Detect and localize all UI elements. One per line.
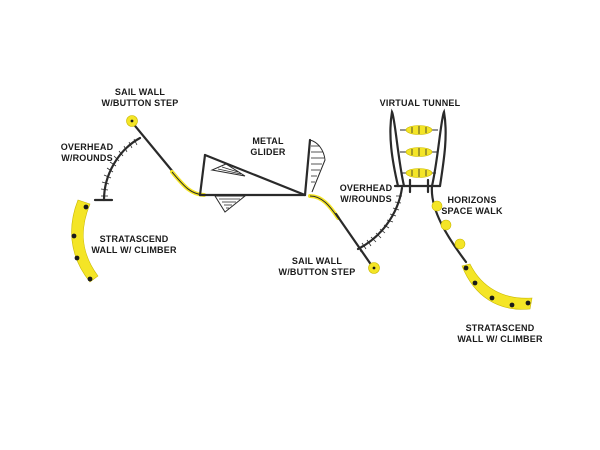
label-metal-glider-line2: GLIDER	[250, 147, 286, 157]
label-overhead-left-line1: OVERHEAD	[61, 142, 114, 152]
label-metal-glider-line1: METAL	[252, 136, 284, 146]
stratascend-wall-left	[71, 199, 99, 283]
label-stratascend-right-line2: WALL W/ CLIMBER	[457, 334, 543, 344]
label-sail-wall-right-line1: SAIL WALL	[292, 256, 342, 266]
label-stratascend-left-line2: WALL W/ CLIMBER	[91, 245, 177, 255]
overhead-rounds-left	[93, 136, 142, 202]
stratascend-wall-right	[461, 263, 533, 310]
label-virtual-tunnel: VIRTUAL TUNNEL	[380, 98, 461, 108]
label-stratascend-left-line1: STRATASCEND	[100, 234, 169, 244]
sail-wall-left	[126, 115, 206, 197]
label-horizons-line2: SPACE WALK	[441, 206, 503, 216]
label-stratascend-right-line1: STRATASCEND	[466, 323, 535, 333]
label-overhead-right-line1: OVERHEAD	[340, 183, 393, 193]
virtual-tunnel	[389, 108, 447, 194]
metal-glider	[198, 138, 326, 213]
label-sail-wall-left-line2: W/BUTTON STEP	[102, 98, 179, 108]
label-sail-wall-right-line2: W/BUTTON STEP	[279, 267, 356, 277]
horizons-space-walk	[430, 184, 468, 264]
label-horizons-line1: HORIZONS	[447, 195, 496, 205]
label-overhead-right-line2: W/ROUNDS	[340, 194, 392, 204]
label-overhead-left-line2: W/ROUNDS	[61, 153, 113, 163]
label-sail-wall-left-line1: SAIL WALL	[115, 87, 165, 97]
sail-wall-right	[308, 194, 380, 274]
